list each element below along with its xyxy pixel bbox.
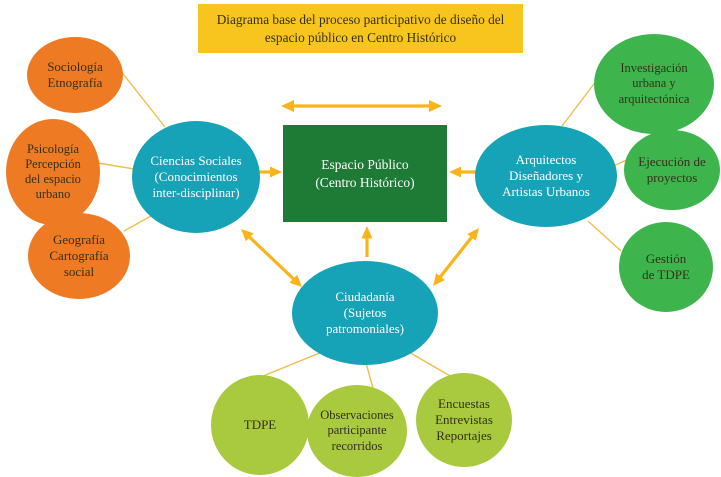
edge-geografia-ciencias (123, 215, 152, 232)
edge-encuestas-ciudadania (406, 350, 453, 378)
arrow-ciencias-arquitectos (281, 100, 442, 112)
arrow-arquitectos-ciudadania (433, 228, 479, 286)
node-arquitectos: Arquitectos Diseñadores y Artistas Urban… (475, 125, 617, 227)
arrow-ciencias-espacio (258, 166, 282, 178)
node-ciudadania: Ciudadanía (Sujetos patromoniales) (292, 261, 438, 365)
node-espacio-publico: Espacio Público (Centro Histórico) (283, 125, 447, 222)
node-ejecucion: Ejecución de proyectos (624, 130, 720, 210)
node-gestion: Gestión de TDPE (619, 222, 713, 312)
edge-observaciones-ciudadania (365, 362, 374, 389)
node-tdpe: TDPE (211, 375, 309, 475)
node-investigacion: Investigación urbana y arquitectónica (594, 34, 714, 134)
edge-investigacion-arquitectos (561, 79, 598, 127)
arrow-arquitectos-espacio (449, 166, 477, 178)
edge-sociologia-ciencias (119, 69, 166, 128)
arrow-ciencias-ciudadania (241, 229, 302, 287)
node-psicologia: Psicología Percepción del espacio urbano (6, 119, 100, 225)
edge-gestion-arquitectos (587, 220, 622, 252)
node-geografia: Geografía Cartografía social (28, 213, 130, 299)
node-sociologia: Sociología Etnografía (27, 37, 123, 113)
edge-psicologia-ciencias (97, 162, 135, 170)
node-observaciones: Observaciones participante recorridos (307, 385, 407, 477)
node-encuestas: Encuestas Entrevistas Reportajes (416, 373, 512, 467)
arrow-ciudadania-espacio (361, 226, 373, 257)
diagram-title: Diagrama base del proceso participativo … (198, 4, 523, 53)
node-ciencias-sociales: Ciencias Sociales (Conocimientos inter-d… (132, 121, 260, 233)
